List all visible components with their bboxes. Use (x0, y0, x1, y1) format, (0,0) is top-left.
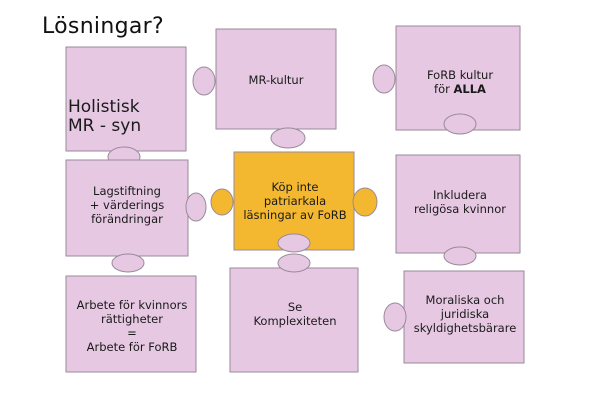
piece-arbete (65, 275, 197, 373)
label-inkludera: Inkludera religösa kvinnor (414, 188, 506, 216)
label-moraliska: Moraliska och juridiska skyldighetsbärar… (413, 293, 517, 335)
label-lagstiftning: Lagstiftning + värderings förändringar (89, 184, 165, 226)
label-mr-kultur: MR-kultur (248, 73, 304, 87)
label-center: Köp inte patriarkala läsningar av FoRB (243, 180, 347, 222)
label-komplexiteten: Se Komplexiteten (253, 300, 337, 328)
piece-komplexiteten (229, 253, 359, 373)
piece-lagstiftning (65, 159, 207, 273)
piece-holistisk (65, 46, 187, 168)
label-arbete: Arbete för kvinnors rättigheter = Arbete… (76, 298, 188, 354)
piece-forb-kultur (372, 25, 521, 135)
label-forb-kultur: FoRB kultur för ALLA (426, 68, 494, 96)
piece-mr-kultur (192, 28, 337, 149)
page-title: Lösningar? (42, 14, 164, 39)
label-holistisk: Holistisk MR - syn (68, 97, 142, 136)
piece-moraliska (383, 270, 525, 364)
piece-center (210, 151, 378, 253)
piece-inkludera (395, 154, 521, 266)
